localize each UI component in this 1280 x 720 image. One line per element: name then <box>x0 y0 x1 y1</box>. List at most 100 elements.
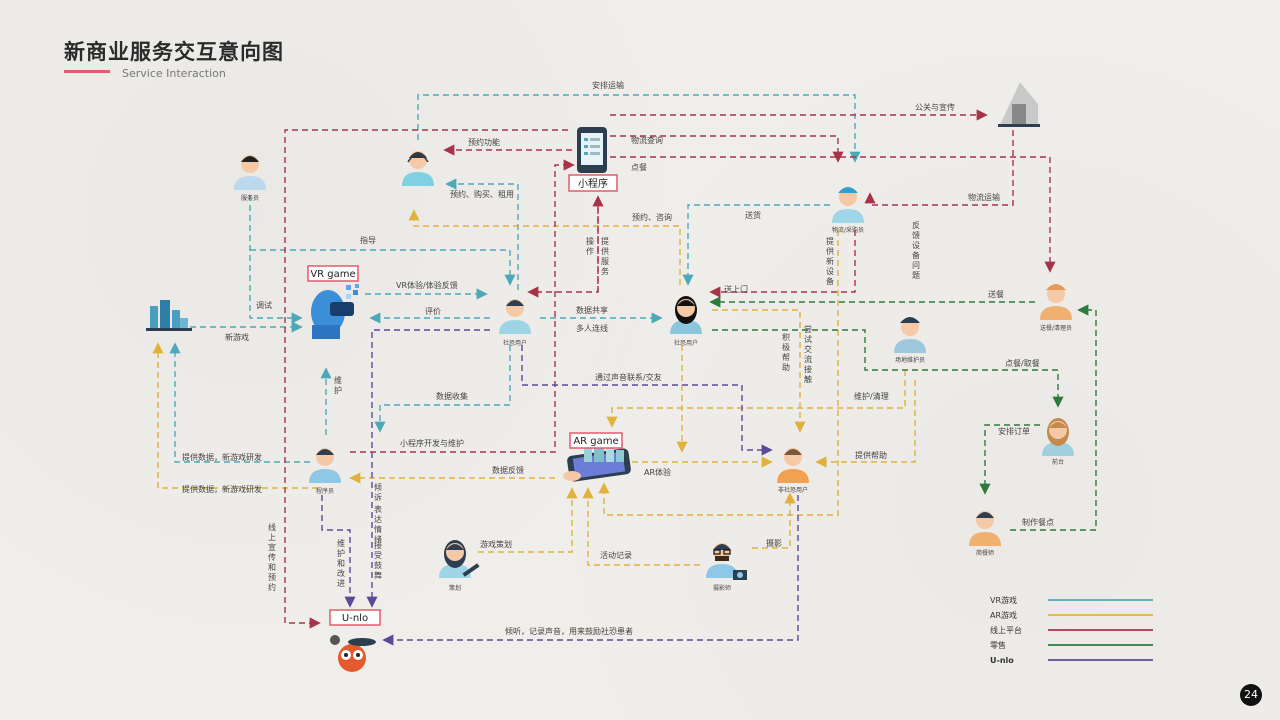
edge-logistics-query <box>610 135 844 163</box>
svg-text:助: 助 <box>782 362 790 372</box>
svg-text:预: 预 <box>268 572 276 582</box>
svg-text:舞: 舞 <box>374 570 382 580</box>
chef-avatar <box>969 511 1001 546</box>
reception-avatar <box>1042 418 1074 456</box>
mini-program-phone-icon <box>577 127 607 173</box>
label-book-buy-rent: 预约、购买、租用 <box>450 189 514 199</box>
page-subtitle: Service Interaction <box>122 67 226 80</box>
svg-text:帮: 帮 <box>782 352 790 362</box>
node-planner-label: 策划 <box>449 584 461 592</box>
svg-text:题: 题 <box>912 271 920 280</box>
legend-item: AR游戏 <box>990 610 1153 620</box>
planner-avatar <box>439 540 471 578</box>
svg-text:尝: 尝 <box>804 324 812 334</box>
label-provide-help: 提供帮助 <box>855 450 887 460</box>
svg-text:交: 交 <box>804 344 812 354</box>
edge-provide-help <box>815 380 916 468</box>
edge-provide-data-2 <box>152 342 318 489</box>
edge-make-meal <box>1010 304 1097 531</box>
edge-arrange-order <box>979 424 1040 495</box>
node-chef-label: 简餐师 <box>976 549 994 557</box>
label-multi-connect: 多人连线 <box>576 323 608 333</box>
delivery-cleaner-avatar <box>1040 284 1072 320</box>
tag-mini-program-label: 小程序 <box>578 177 608 190</box>
node-delivery-cleaner-label: 送餐/清理员 <box>1040 324 1072 332</box>
photographer-avatar <box>706 543 738 578</box>
edge-arrange-transport <box>417 94 861 163</box>
logistics-avatar <box>832 187 864 223</box>
edge-deliver-goods <box>682 204 830 286</box>
label-deliver-to-door: 送上门 <box>724 284 748 294</box>
edge-provide-data-1 <box>169 342 310 463</box>
svg-text:反: 反 <box>912 220 920 230</box>
svg-text:提: 提 <box>826 236 834 246</box>
edge-provide-new-devices <box>598 230 839 516</box>
edge-order-food <box>610 156 1056 273</box>
label-listen-record: 倾听，记录声音，用来鼓励社恐患者 <box>505 626 633 636</box>
svg-text:U-nlo: U-nlo <box>990 656 1014 665</box>
edge-order-pickup <box>712 329 1064 408</box>
label-arrange-order: 安排订单 <box>998 426 1030 436</box>
svg-text:表: 表 <box>374 504 382 514</box>
label-maintain-clean: 维护/清理 <box>854 391 889 401</box>
page-title: 新商业服务交互意向图 <box>64 40 284 64</box>
non-anxious-user-avatar <box>777 448 809 483</box>
svg-text:宣: 宣 <box>268 542 276 552</box>
node-programmer-label: 程序员 <box>316 487 334 495</box>
svg-text:零售: 零售 <box>990 640 1006 650</box>
svg-text:触: 触 <box>804 374 812 384</box>
svg-text:积: 积 <box>782 332 790 342</box>
svg-text:情: 情 <box>374 524 382 534</box>
svg-text:操: 操 <box>586 236 594 246</box>
label-data-collect: 数据收集 <box>436 391 468 401</box>
label-data-feedback: 数据反馈 <box>492 465 524 475</box>
node-social-user-label: 社恐用户 <box>674 339 698 347</box>
legend-item: 零售 <box>990 640 1153 650</box>
svg-text:倾: 倾 <box>374 482 382 492</box>
legend-item: VR游戏 <box>990 595 1153 605</box>
label-deliver-goods: 送货 <box>745 210 761 220</box>
tag-vr-game: VR game <box>307 265 359 282</box>
node-photographer-label: 摄影师 <box>713 584 731 592</box>
svg-text:护: 护 <box>337 548 345 558</box>
svg-text:流: 流 <box>804 354 812 364</box>
svg-text:维: 维 <box>337 538 345 548</box>
legend-item: U-nlo <box>990 656 1153 665</box>
svg-text:提: 提 <box>601 236 609 246</box>
svg-text:试: 试 <box>804 334 812 344</box>
svg-text:问: 问 <box>912 261 920 270</box>
page-number-badge: 24 <box>1240 684 1262 706</box>
edge-game-planning <box>478 487 578 553</box>
social-user-avatar <box>670 296 702 334</box>
svg-text:线上平台: 线上平台 <box>990 625 1022 635</box>
svg-text:VR游戏: VR游戏 <box>990 595 1017 605</box>
svg-text:和: 和 <box>268 563 276 572</box>
tag-ar-game: AR game <box>569 432 623 449</box>
svg-text:鼓: 鼓 <box>374 560 382 570</box>
edge-maintain-improve <box>321 495 356 608</box>
label-arrange-transport: 安排运输 <box>592 80 624 90</box>
svg-text:作: 作 <box>586 246 594 256</box>
server-building-icon <box>146 300 192 331</box>
label-deliver-food: 送餐 <box>988 289 1004 299</box>
label-game-planning: 游戏策划 <box>480 539 512 549</box>
svg-text:线: 线 <box>268 522 276 532</box>
label-mini-dev: 小程序开发与维护 <box>400 438 464 448</box>
edge-photograph <box>752 492 796 549</box>
node-logistics-label: 物流/采购员 <box>832 226 864 234</box>
svg-text:供: 供 <box>826 246 834 256</box>
svg-text:AR游戏: AR游戏 <box>990 610 1017 620</box>
edge-listen-record <box>382 495 799 646</box>
venue-maintainer-avatar <box>894 317 926 353</box>
tag-ar-game-label: AR game <box>573 436 618 447</box>
label-provide-data-1: 提供数据，新游戏研发 <box>182 452 262 462</box>
label-make-meal: 制作餐点 <box>1022 517 1054 527</box>
svg-text:接: 接 <box>804 364 812 374</box>
